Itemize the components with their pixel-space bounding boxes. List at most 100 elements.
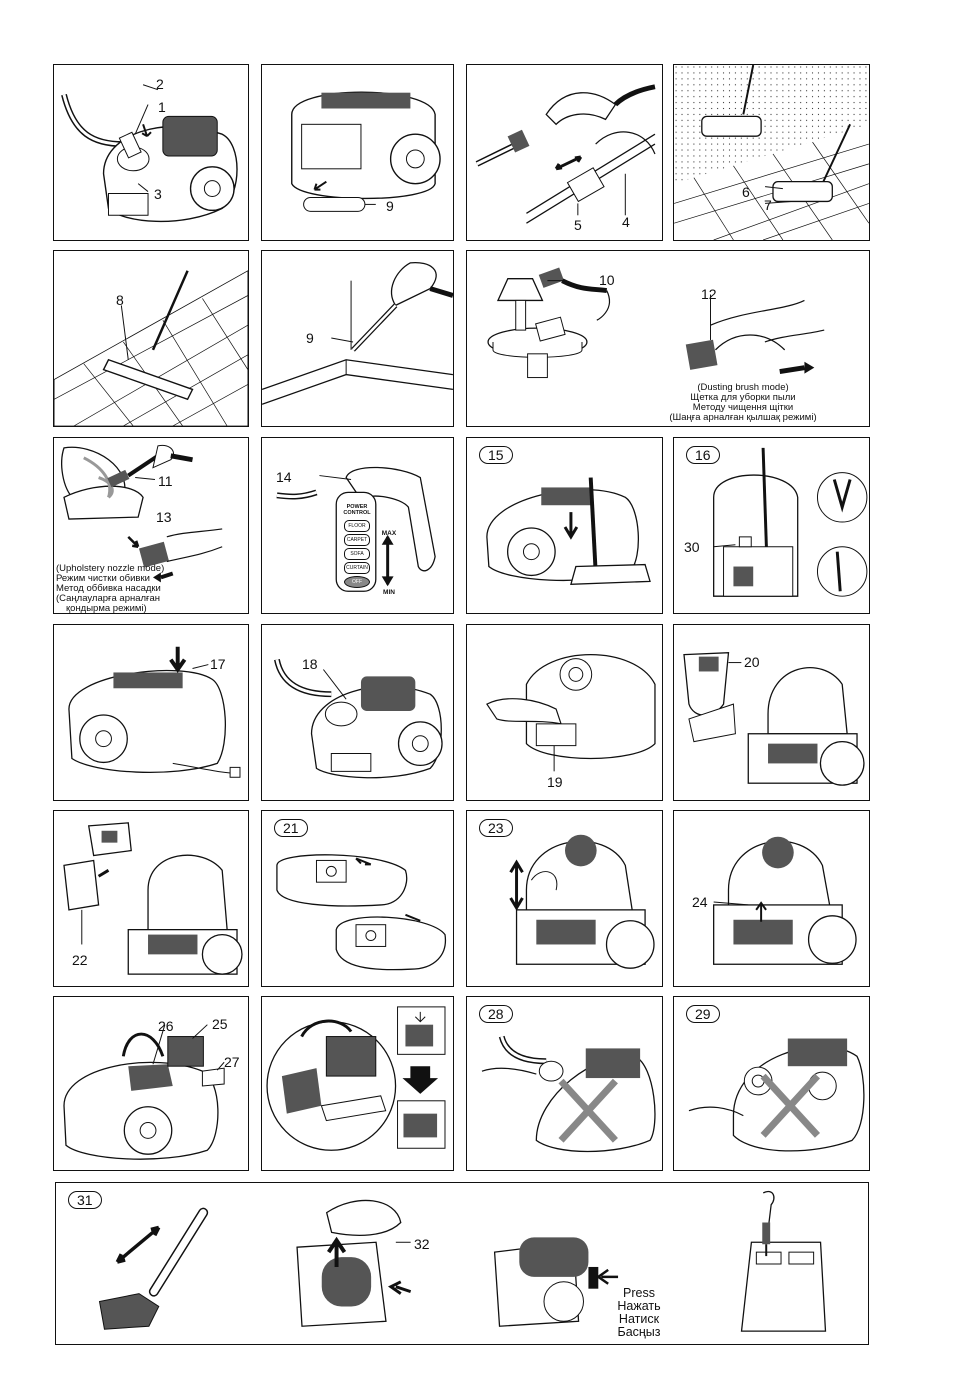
panel-2: 9 [261,64,454,241]
upholstery-caption-ru: Режим чистки обивки [56,573,150,584]
dusting-caption-ru: Щетка для уборки пыли [690,392,796,403]
press-text-kk: Басңыз [617,1325,661,1339]
exhaust-filter-illustration [63,1024,225,1160]
label-25: 25 [212,1016,228,1032]
panel-14: 19 [466,624,663,801]
panel-16: 22 [53,810,249,987]
label-22: 22 [72,952,88,968]
panel-19: 24 [673,810,870,987]
label-12: 12 [701,286,717,302]
label-18: 18 [302,656,318,672]
panel-1: 2 1 3 [53,64,249,241]
panel-24: 31 32 Press Нажать Натиск Басңыз [55,1182,869,1345]
panel-9: 14 POWER CONTROL FLOOR CARPET SOFA CURTA… [261,437,454,614]
label-32: 32 [414,1236,430,1252]
label-4: 4 [622,214,630,230]
label-13: 13 [156,509,172,525]
motor-filter-lift-illustration [509,834,655,969]
upright-storage-illustration [713,447,868,597]
step-badge-31: 31 [68,1191,102,1209]
panel-15: 20 [673,624,870,801]
panel-4: 6 7 [673,64,870,241]
panel-5: 8 [53,250,249,427]
upholstery-caption-kk1: (Саңлауларға арналған [56,593,161,604]
panel-18: 23 [466,810,663,987]
panel-20: 26 25 27 [53,996,249,1171]
label-8: 8 [116,292,124,308]
label-20: 20 [744,654,760,670]
floor-button[interactable]: FLOOR [344,520,370,532]
upholstery-caption-kk2: қондырма режимі) [66,603,147,614]
panel-11: 16 30 [673,437,870,614]
upholstery-caption-en: (Upholstery nozzle mode) [56,563,165,574]
step-badge-21: 21 [274,819,308,837]
panel-10: 15 [466,437,663,614]
vacuum-rear-storage-illustration [291,91,441,212]
tube-parking-illustration [486,477,651,586]
label-14: 14 [276,469,292,485]
dust-container-open-illustration [683,652,865,786]
warning-handle-carry-illustration [688,1038,865,1152]
label-17: 17 [210,656,226,672]
dusting-caption-en: (Dusting brush mode) [697,382,789,393]
label-1: 1 [158,99,166,115]
press-text-uk: Натиск [618,1312,660,1326]
panel-21 [261,996,454,1171]
panel-12: 17 [53,624,249,801]
panel-3: 5 4 [466,64,663,241]
crevice-tool-illustration [262,262,453,405]
carry-handle-illustration [486,654,656,772]
panel-22: 28 [466,996,663,1171]
step-badge-23: 23 [479,819,513,837]
dusting-caption-uk: Методу чищення щітки [692,402,794,413]
warning-hose-carry-illustration [481,1035,656,1153]
step-badge-15: 15 [479,446,513,464]
step-badge-28: 28 [479,1005,513,1023]
cord-rewind-illustration [68,646,241,778]
min-label: MIN [383,589,395,596]
parquet-nozzle-illustration [54,270,248,426]
label-7: 7 [764,197,772,213]
upholstery-caption-uk: Метод оббивка насадки [56,583,161,594]
label-5: 5 [574,217,582,233]
filter-holder-illustration [713,836,857,965]
carpet-button[interactable]: CARPET [344,534,370,546]
hose-release-illustration [274,658,443,779]
panel-13: 18 [261,624,454,801]
label-10: 10 [599,272,615,288]
label-2: 2 [156,76,164,92]
label-26: 26 [158,1018,174,1034]
label-30: 30 [684,539,700,555]
dust-bag-fitting-illustration [276,854,447,971]
panel-23: 29 [673,996,870,1171]
panel-7: 10 12 (Dusting brush mode) Щетка для убо… [466,250,870,427]
label-27: 27 [224,1054,240,1070]
vacuum-hose-connect-illustration [61,84,238,223]
dusting-caption-kk: (Шаңға арналған қылшақ режимі) [669,412,817,423]
turbo-brush-maintenance-illustration [98,1191,827,1332]
dusting-brush-illustration [487,267,825,379]
telescopic-tube-illustration [475,84,656,224]
press-text-ru: Нажать [617,1299,661,1313]
label-11: 11 [158,473,173,489]
upholstery-nozzle-illustration [61,444,223,583]
press-text-en: Press [623,1286,655,1300]
step-badge-16: 16 [686,446,720,464]
step-badge-29: 29 [686,1005,720,1023]
filter-frame-illustration [63,822,243,975]
label-19: 19 [547,774,563,790]
label-9-crevice: 9 [306,330,314,346]
curtain-button[interactable]: CURTAIN [344,562,370,574]
panel-8: 11 13 (Upholstery nozzle mode) Режим чис… [53,437,249,614]
floor-nozzle-carpet-illustration [674,65,869,240]
off-button[interactable]: OFF [344,576,370,588]
label-6: 6 [742,184,750,200]
power-control-title-2: CONTROL [343,510,371,516]
label-24: 24 [692,894,708,910]
label-3: 3 [154,186,162,202]
panel-6: 9 [261,250,454,427]
sofa-button[interactable]: SOFA [344,548,370,560]
max-label: MAX [381,530,397,537]
label-9-top: 9 [386,198,394,214]
filter-rinse-illustration [266,1006,446,1151]
